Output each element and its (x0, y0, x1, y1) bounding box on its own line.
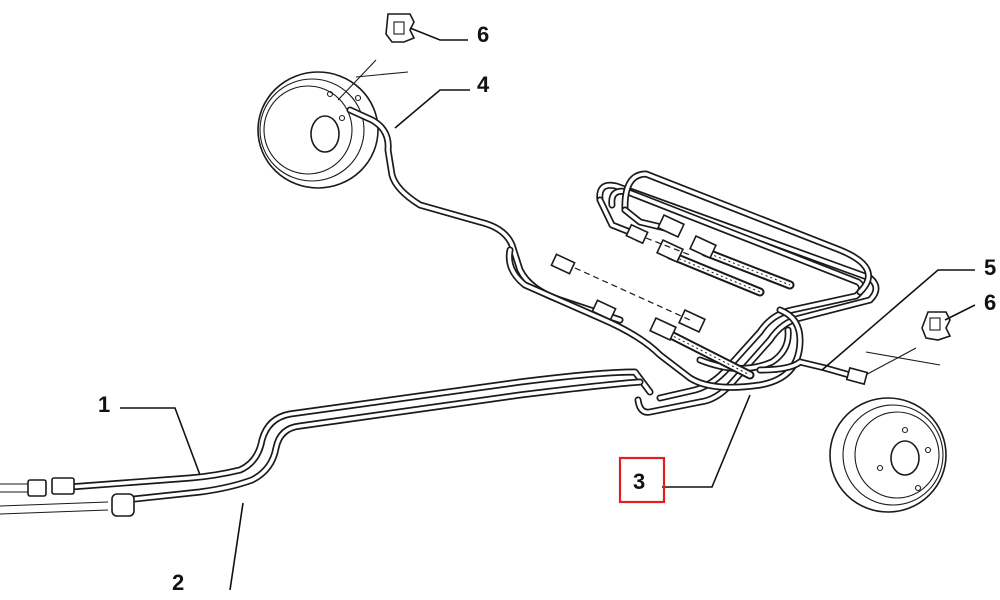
pipe-bundle (505, 170, 880, 416)
callout-1: 1 (98, 392, 110, 417)
callout-2: 2 (172, 570, 184, 595)
callout-6-right: 6 (984, 290, 996, 315)
pipes-1-2 (0, 368, 654, 517)
callout-3: 3 (633, 469, 645, 494)
leader-lines (120, 27, 976, 591)
right-brake-drum (829, 347, 947, 513)
clip-top (385, 13, 416, 43)
pipe-5 (756, 358, 869, 386)
left-brake-drum (257, 59, 409, 189)
pipe-4 (346, 106, 624, 324)
clip-right (921, 311, 952, 341)
callout-6-top: 6 (477, 22, 489, 47)
callout-3-highlight (618, 456, 666, 504)
callout-4: 4 (477, 72, 490, 97)
callout-5: 5 (984, 255, 996, 280)
